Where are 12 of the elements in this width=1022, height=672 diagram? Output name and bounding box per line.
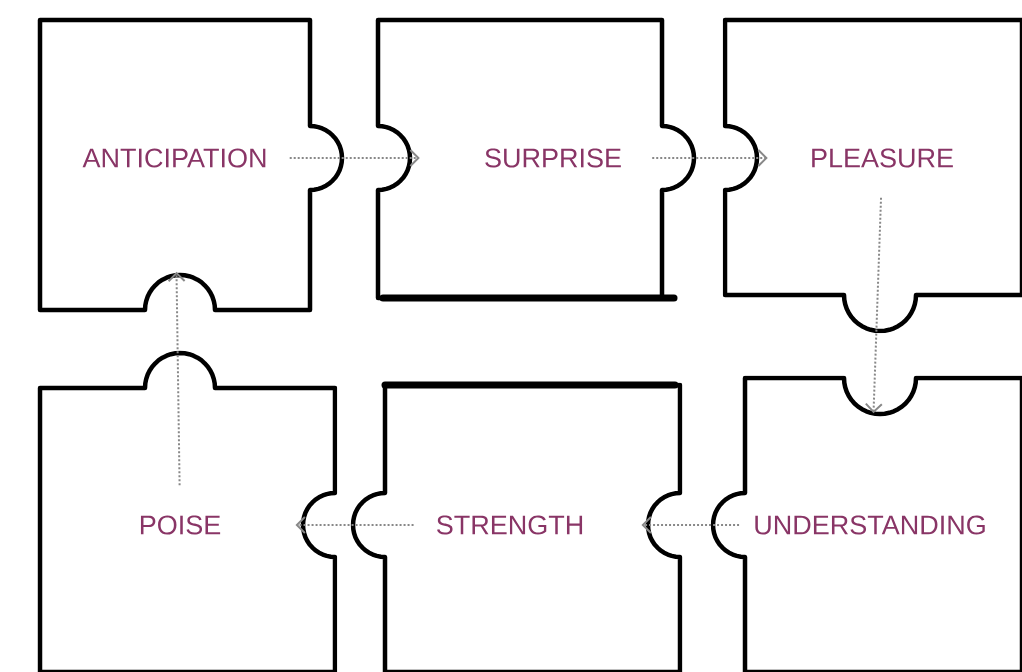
puzzle-piece: SURPRISE bbox=[375, 17, 697, 302]
arrow bbox=[864, 196, 883, 414]
arrow bbox=[641, 516, 741, 534]
puzzle-piece: POISE bbox=[37, 350, 338, 672]
puzzle-piece: PLEASURE bbox=[722, 17, 1022, 334]
puzzle-piece: UNDERSTANDING bbox=[710, 375, 1022, 672]
arrow bbox=[295, 516, 415, 534]
arrow bbox=[288, 149, 420, 167]
arrow bbox=[651, 149, 768, 167]
puzzle-piece: ANTICIPATION bbox=[37, 17, 345, 313]
arrow bbox=[167, 271, 186, 487]
puzzle-piece: STRENGTH bbox=[350, 381, 683, 672]
